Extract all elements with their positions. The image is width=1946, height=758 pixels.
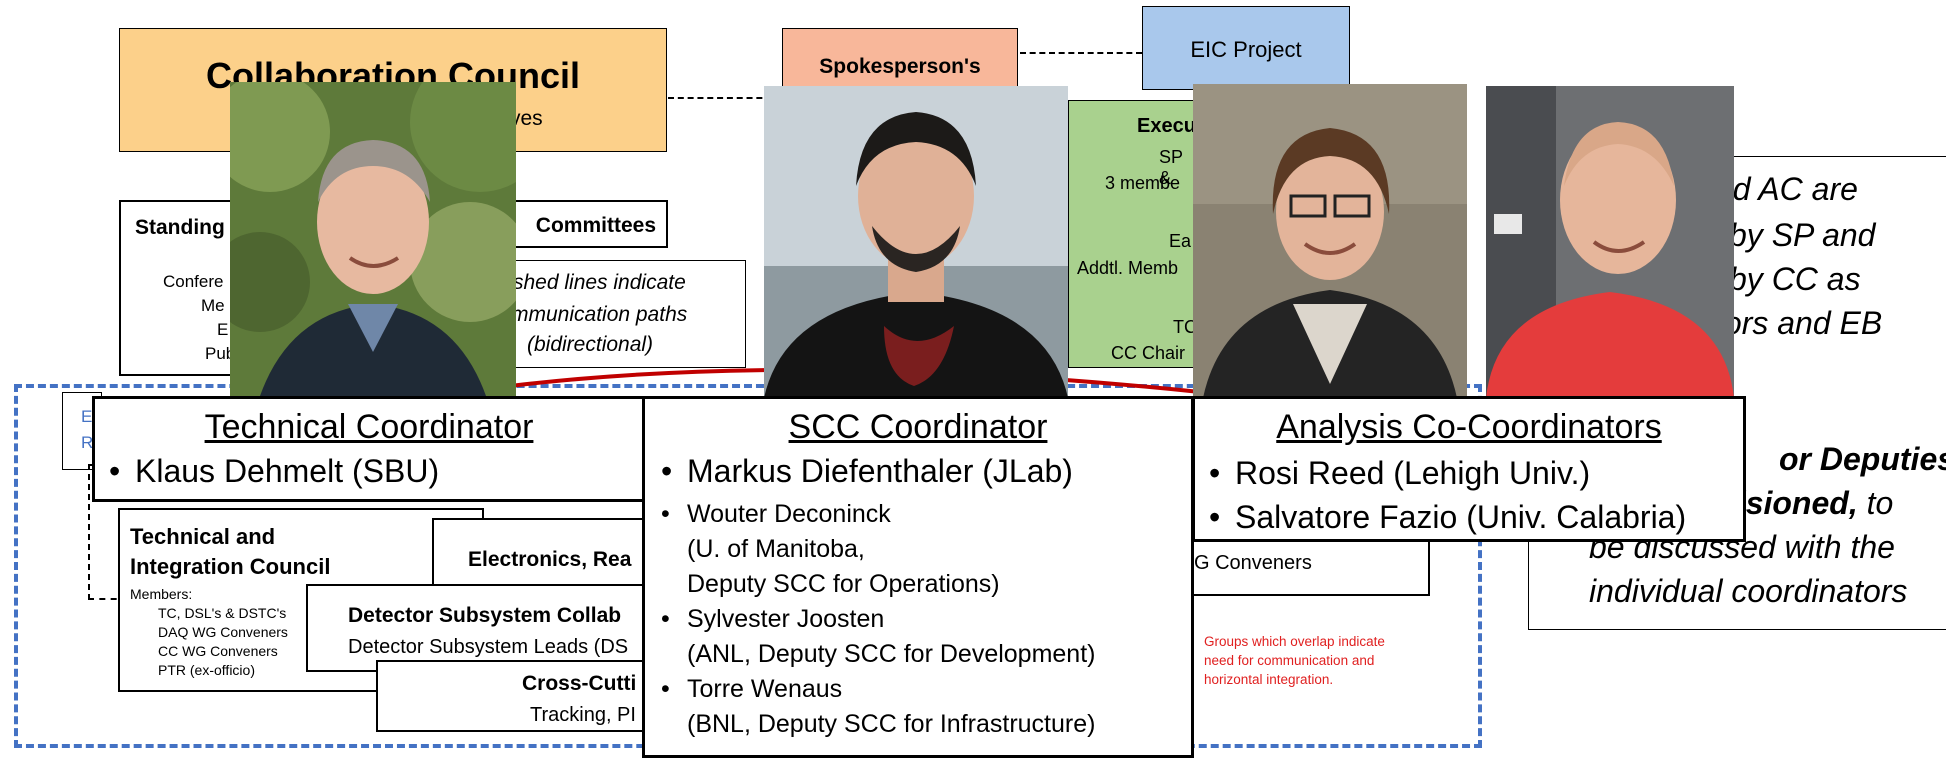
dashed-note-line-1: shed lines indicate bbox=[513, 271, 686, 294]
executive-line-8: CC Chair bbox=[1111, 343, 1186, 363]
right-note-bottom-line-4: individual coordinators bbox=[1589, 573, 1908, 609]
scc-deputy-1-name: Wouter Deconinck bbox=[687, 500, 891, 528]
photo-salvatore-fazio bbox=[1486, 86, 1734, 398]
right-note-bottom-line-1: or Deputies bbox=[1779, 441, 1946, 478]
cross-cutting-title: Cross-Cutti bbox=[522, 672, 637, 695]
standing-line-4: Pub bbox=[205, 344, 236, 363]
detector-collab-subtitle: Detector Subsystem Leads (DS bbox=[348, 636, 629, 658]
photo-rosi-reed bbox=[1193, 84, 1467, 398]
analysis-coordinators-heading: Analysis Co-Coordinators bbox=[1276, 408, 1662, 446]
right-note-line-1: nd AC are bbox=[1715, 171, 1858, 207]
detector-collab-box: Detector Subsystem Collab Detector Subsy… bbox=[306, 584, 666, 672]
executive-line-2: 3 membe bbox=[1105, 173, 1181, 193]
committees-label: Committees bbox=[535, 214, 656, 237]
executive-line-5: Addtl. Memb bbox=[1077, 258, 1179, 278]
photo-klaus-svg bbox=[230, 82, 516, 396]
dashed-connector-spokesperson-eic bbox=[1020, 52, 1142, 54]
eic-project-label: EIC Project bbox=[1190, 37, 1302, 62]
bullet: • bbox=[1209, 455, 1221, 491]
scc-coordinator-card: SCC Coordinator • Markus Diefenthaler (J… bbox=[642, 396, 1194, 758]
overlap-note-line-3: horizontal integration. bbox=[1204, 672, 1334, 687]
analysis-coordinators-card: Analysis Co-Coordinators • Rosi Reed (Le… bbox=[1192, 396, 1746, 542]
dashed-connector-council-spokesperson bbox=[668, 97, 782, 99]
standing-line-3: E bbox=[217, 320, 229, 339]
scc-lead-name: Markus Diefenthaler (JLab) bbox=[687, 453, 1073, 489]
cross-cutting-subtitle: Tracking, PI bbox=[530, 704, 636, 726]
photo-markus-diefenthaler bbox=[764, 86, 1068, 398]
wg-conveners-box: G Conveners bbox=[1190, 540, 1430, 596]
standing-line-2: Me bbox=[201, 296, 225, 315]
scc-deputy-item-3: • Torre Wenaus (BNL, Deputy SCC for Infr… bbox=[661, 672, 1191, 742]
photo-markus-svg bbox=[764, 86, 1068, 398]
standing-line-1: Confere bbox=[163, 272, 224, 291]
photo-rosi-svg bbox=[1193, 84, 1467, 398]
cross-cutting-box: Cross-Cutti Tracking, PI bbox=[376, 660, 668, 732]
dashed-note-line-3: (bidirectional) bbox=[527, 333, 654, 356]
eic-project-box: EIC Project bbox=[1142, 6, 1350, 90]
technical-coordinator-name: Klaus Dehmelt (SBU) bbox=[135, 453, 440, 489]
tic-member-1: TC, DSL's & DSTC's bbox=[158, 605, 287, 621]
executive-line-1: SP & bbox=[1159, 147, 1183, 188]
bullet: • bbox=[1209, 499, 1221, 535]
technical-coordinator-list: • Klaus Dehmelt (SBU) bbox=[109, 451, 643, 491]
analysis-coordinator-2-name: Salvatore Fazio (Univ. Calabria) bbox=[1235, 499, 1687, 535]
technical-coordinator-item: • Klaus Dehmelt (SBU) bbox=[109, 451, 643, 491]
scc-lead-item: • Markus Diefenthaler (JLab) bbox=[661, 451, 1191, 491]
tic-member-4: PTR (ex-officio) bbox=[158, 662, 255, 678]
right-note-line-2: by SP and bbox=[1729, 217, 1876, 253]
bullet: • bbox=[661, 675, 670, 703]
scc-deputy-2-detail-1: (ANL, Deputy SCC for Development) bbox=[687, 640, 1096, 668]
technical-coordinator-card: Technical Coordinator • Klaus Dehmelt (S… bbox=[92, 396, 646, 502]
scc-deputy-1-detail-2: Deputy SCC for Operations) bbox=[687, 570, 1000, 598]
right-note-tail: to bbox=[1866, 485, 1894, 521]
bullet: • bbox=[661, 500, 670, 528]
standing-committees-title: Standing bbox=[135, 216, 225, 239]
scc-deputy-3-detail-1: (BNL, Deputy SCC for Infrastructure) bbox=[687, 710, 1096, 738]
tic-members-label: Members: bbox=[130, 586, 193, 602]
tic-member-2: DAQ WG Conveners bbox=[158, 624, 288, 640]
technical-coordinator-heading: Technical Coordinator bbox=[204, 408, 534, 446]
committees-box: Committees bbox=[500, 200, 668, 248]
dashed-note-line-2: mmunication paths bbox=[511, 303, 688, 326]
tic-member-3: CC WG Conveners bbox=[158, 643, 278, 659]
scc-deputy-1-detail-1: (U. of Manitoba, bbox=[687, 535, 865, 563]
scc-coordinator-heading: SCC Coordinator bbox=[788, 408, 1048, 446]
spokesperson-box: Spokesperson's bbox=[782, 28, 1018, 90]
collaboration-council-subtitle: ves bbox=[510, 107, 543, 130]
analysis-coordinator-1-name: Rosi Reed (Lehigh Univ.) bbox=[1235, 455, 1591, 491]
right-note-line-4: tors and EB bbox=[1715, 305, 1883, 341]
overlap-note-line-1: Groups which overlap indicate bbox=[1204, 634, 1385, 649]
right-note-bold: or Deputies bbox=[1779, 441, 1946, 477]
analysis-coordinators-list: • Rosi Reed (Lehigh Univ.) • Salvatore F… bbox=[1209, 451, 1743, 539]
tic-title-2: Integration Council bbox=[130, 554, 331, 579]
executive-board-title: Execu bbox=[1137, 115, 1196, 137]
bullet: • bbox=[661, 453, 673, 489]
scc-deputy-3-name: Torre Wenaus bbox=[687, 675, 843, 703]
photo-salvatore-svg bbox=[1486, 86, 1734, 398]
executive-line-4: Ea bbox=[1169, 231, 1192, 251]
executive-board-box: Execu SP & 3 membe Ea Addtl. Memb TC CC … bbox=[1068, 100, 1198, 368]
detector-collab-title: Detector Subsystem Collab bbox=[348, 604, 622, 627]
left-fragment-1: E bbox=[81, 407, 93, 426]
analysis-coordinator-item-2: • Salvatore Fazio (Univ. Calabria) bbox=[1209, 495, 1743, 539]
scc-deputy-item-1: • Wouter Deconinck (U. of Manitoba, Depu… bbox=[661, 497, 1191, 602]
spokesperson-title: Spokesperson's bbox=[819, 55, 981, 78]
executive-line-7: TC bbox=[1173, 317, 1197, 337]
analysis-coordinator-item-1: • Rosi Reed (Lehigh Univ.) bbox=[1209, 451, 1743, 495]
left-fragment-2: R bbox=[81, 433, 94, 452]
tic-title-1: Technical and bbox=[130, 524, 276, 549]
wg-conveners-label: G Conveners bbox=[1194, 552, 1312, 574]
photo-klaus-dehmelt bbox=[230, 82, 516, 396]
scc-deputy-item-2: • Sylvester Joosten (ANL, Deputy SCC for… bbox=[661, 602, 1191, 672]
overlap-note-line-2: need for communication and bbox=[1204, 653, 1375, 668]
right-note-line-3: by CC as bbox=[1729, 261, 1861, 297]
electronics-label: Electronics, Rea bbox=[468, 548, 632, 571]
dashed-lines-note: shed lines indicate mmunication paths (b… bbox=[500, 260, 746, 368]
scc-coordinator-list: • Markus Diefenthaler (JLab) • Wouter De… bbox=[661, 451, 1191, 742]
bullet: • bbox=[109, 453, 121, 489]
scc-deputy-2-name: Sylvester Joosten bbox=[687, 605, 885, 633]
overlap-note: Groups which overlap indicate need for c… bbox=[1204, 632, 1444, 689]
bullet: • bbox=[661, 605, 670, 633]
